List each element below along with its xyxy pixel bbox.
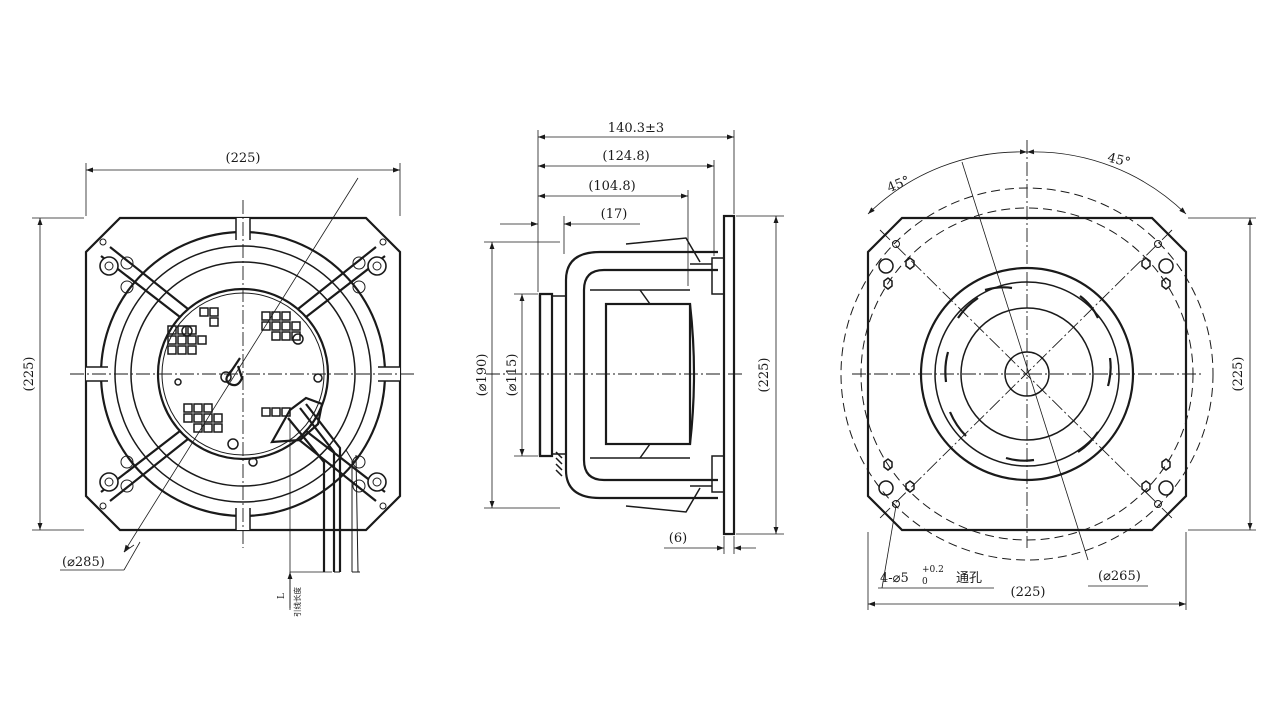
- rear-view: [840, 140, 1256, 610]
- lead-length-note: 引线长度: [292, 587, 302, 617]
- front-width-label: (225): [226, 151, 261, 166]
- front-height-label: (225): [22, 357, 37, 392]
- side-flange-label: (6): [669, 531, 687, 546]
- rear-width-label: (225): [1011, 585, 1046, 600]
- hole-spec-tol-lower: 0: [922, 577, 928, 587]
- rear-angle-right-label: 45°: [1106, 151, 1132, 171]
- side-view: [484, 130, 784, 554]
- side-diameter-115-label: (⌀115): [505, 354, 520, 397]
- side-overall-depth-label: 140.3±3: [608, 121, 664, 136]
- side-height-label: (225): [757, 358, 772, 393]
- hole-spec-note: 通孔: [956, 571, 982, 586]
- hole-spec-main: 4-⌀5: [880, 571, 909, 586]
- rear-height-label: (225): [1231, 357, 1246, 392]
- rear-angle-left-label: 45°: [885, 173, 912, 196]
- lead-length-label: L: [277, 593, 287, 599]
- side-depth-17-label: (17): [601, 207, 628, 222]
- side-depth-104-label: (104.8): [588, 179, 635, 194]
- hole-spec-tol-upper: +0.2: [922, 565, 944, 575]
- side-depth-124-label: (124.8): [602, 149, 649, 164]
- front-view: [32, 163, 416, 610]
- ground-symbol-icon: [220, 357, 244, 387]
- front-diameter-label: (⌀285): [62, 555, 105, 570]
- side-diameter-190-label: (⌀190): [475, 354, 490, 397]
- rear-diameter-label: (⌀265): [1098, 569, 1141, 584]
